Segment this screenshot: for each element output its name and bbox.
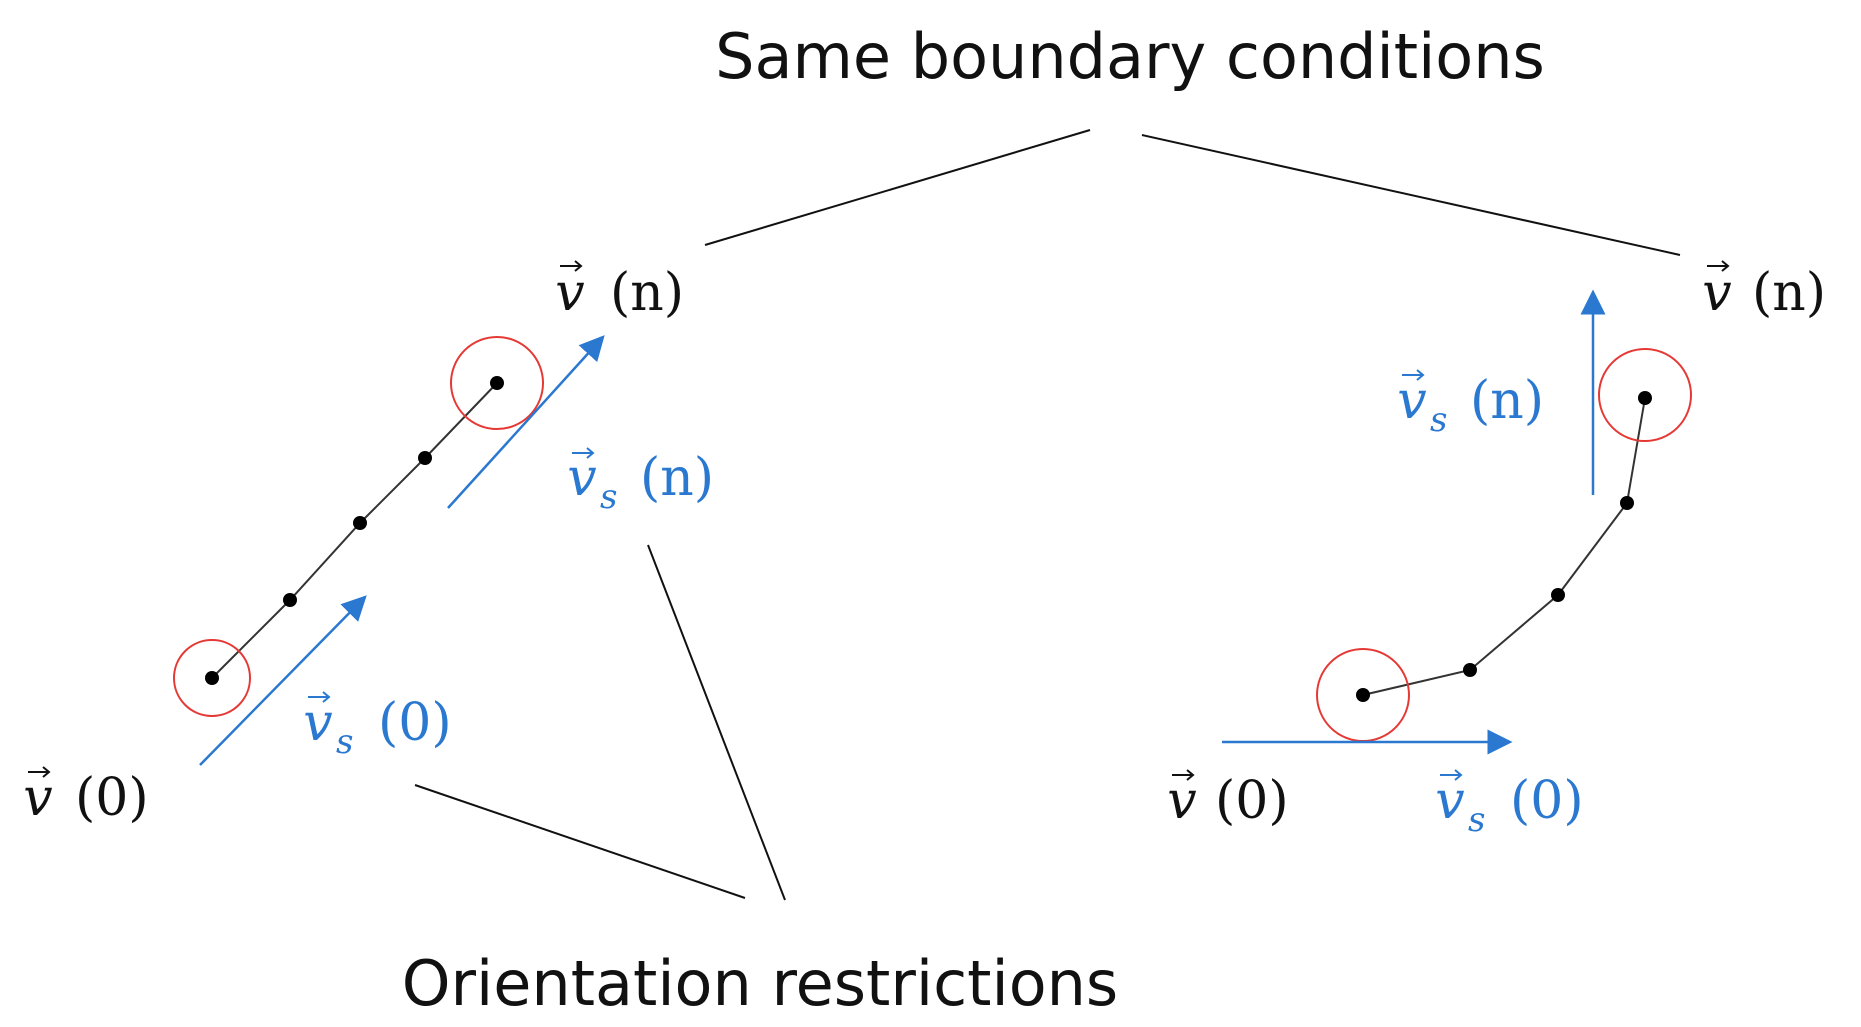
- connector-bottom-vsn: [647, 544, 786, 901]
- svg-text:(0): (0): [1215, 771, 1289, 831]
- left-node-2: [353, 516, 367, 530]
- left-vs0-arrow: [199, 595, 367, 766]
- svg-text:v: v: [555, 263, 584, 323]
- title-orientation-restrictions: Orientation restrictions: [402, 947, 1118, 1020]
- right-chain-line: [1362, 397, 1646, 696]
- svg-text:v: v: [1435, 771, 1464, 831]
- left-node-4: [490, 376, 504, 390]
- right-node-0: [1356, 688, 1370, 702]
- left-start-circle: [173, 639, 251, 717]
- right-node-4: [1638, 391, 1652, 405]
- left-label-v-n: v (n): [555, 260, 684, 323]
- svg-text:(0): (0): [378, 693, 452, 753]
- svg-text:(n): (n): [1752, 263, 1826, 323]
- left-chain-line: [211, 382, 498, 679]
- left-label-v-0: v (0): [23, 766, 149, 828]
- connector-top-right: [1141, 134, 1681, 256]
- left-node-3: [418, 451, 432, 465]
- svg-text:s: s: [600, 477, 617, 517]
- svg-text:(0): (0): [1510, 771, 1584, 831]
- svg-text:s: s: [1468, 800, 1485, 840]
- svg-text:(n): (n): [1470, 371, 1544, 431]
- svg-text:s: s: [336, 722, 353, 762]
- right-node-3: [1620, 496, 1634, 510]
- svg-text:s: s: [1430, 400, 1447, 440]
- svg-text:v: v: [303, 693, 332, 753]
- svg-text:v: v: [1167, 771, 1196, 831]
- left-node-1: [283, 593, 297, 607]
- left-label-vs-n: v s (n): [567, 447, 714, 517]
- svg-text:v: v: [1397, 371, 1426, 431]
- right-label-v-n: v (n): [1702, 260, 1826, 323]
- svg-text:v: v: [1702, 263, 1731, 323]
- right-label-vs-n: v s (n): [1397, 369, 1544, 440]
- left-end-circle: [450, 336, 544, 430]
- right-node-1: [1463, 663, 1477, 677]
- left-vsn-arrow: [447, 335, 605, 509]
- connector-top-left: [704, 129, 1091, 246]
- svg-text:(0): (0): [75, 768, 149, 828]
- right-node-2: [1551, 588, 1565, 602]
- svg-text:(n): (n): [640, 448, 714, 508]
- right-label-vs-0: v s (0): [1435, 769, 1584, 840]
- svg-text:(n): (n): [610, 263, 684, 323]
- svg-text:v: v: [567, 448, 596, 508]
- left-node-0: [205, 671, 219, 685]
- svg-text:v: v: [23, 768, 52, 828]
- right-end-circle: [1598, 348, 1692, 442]
- title-boundary-conditions: Same boundary conditions: [715, 20, 1545, 93]
- left-label-vs-0: v s (0): [303, 691, 452, 762]
- right-label-v-0: v (0): [1167, 769, 1289, 831]
- connector-bottom-vs0: [414, 784, 746, 899]
